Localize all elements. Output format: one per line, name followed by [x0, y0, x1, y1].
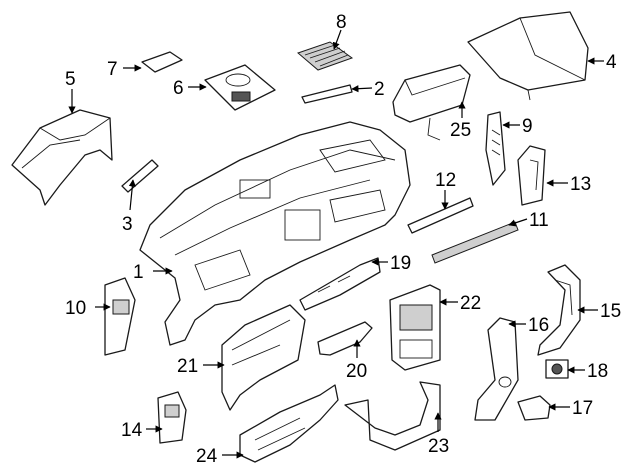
- callout-1: 1: [133, 262, 144, 283]
- callout-18: 18: [587, 361, 608, 382]
- leader-11: [508, 218, 528, 227]
- radio-bezel-part-22: [389, 284, 441, 371]
- cover-part-7: [141, 51, 183, 73]
- bracket-part-17: [517, 395, 551, 421]
- defrost-strip-part-3: [121, 159, 159, 193]
- callout-13: 13: [570, 174, 591, 195]
- callout-6: 6: [173, 78, 184, 99]
- end-cap-part-14: [157, 391, 187, 444]
- callout-labels: 1 2 3 4 5 6 7 8 9 10 11 12 13 14 15 16 1…: [65, 12, 621, 467]
- callout-4: 4: [606, 52, 617, 73]
- callout-14: 14: [121, 420, 143, 441]
- callout-3: 3: [122, 214, 133, 235]
- callout-10: 10: [65, 298, 86, 319]
- lower-trim-part-19: [299, 257, 381, 311]
- instrument-panel-part: [139, 121, 411, 346]
- lower-bracket-part-23: [344, 381, 441, 451]
- callout-15: 15: [600, 301, 621, 322]
- callout-8: 8: [336, 12, 347, 33]
- callout-11: 11: [529, 210, 549, 231]
- glove-box-part-24: [239, 384, 339, 463]
- leader-lines: [68, 29, 604, 459]
- callout-21: 21: [177, 356, 198, 377]
- knee-panel-part-21: [221, 304, 306, 411]
- callout-25: 25: [450, 120, 471, 141]
- end-cap-part-10: [104, 277, 136, 356]
- end-cap-part-13: [517, 145, 546, 206]
- callout-7: 7: [107, 59, 118, 80]
- callout-16: 16: [528, 315, 549, 336]
- trim-panel-part-16: [474, 317, 519, 421]
- trim-panel-part-15: [537, 264, 581, 356]
- switch-part-18: [545, 359, 569, 379]
- cluster-hood-part-5: [11, 109, 113, 206]
- airbag-module-part-25: [392, 64, 471, 141]
- trim-strip-part-2: [301, 84, 353, 104]
- trim-strip-part-11: [431, 221, 519, 264]
- top-cover-part-4: [467, 11, 589, 101]
- callout-9: 9: [522, 116, 533, 137]
- vent-bezel-part-6: [204, 64, 276, 111]
- callout-17: 17: [572, 398, 593, 419]
- callout-20: 20: [346, 361, 367, 382]
- callout-12: 12: [435, 170, 456, 191]
- callout-22: 22: [460, 293, 481, 314]
- leader-8: [332, 29, 342, 50]
- leader-2: [351, 85, 373, 93]
- handle-part-20: [317, 321, 373, 356]
- callout-2: 2: [374, 79, 385, 100]
- side-panel-part-9: [485, 111, 506, 186]
- leader-3: [128, 179, 136, 211]
- callout-24: 24: [196, 446, 218, 467]
- callout-23: 23: [428, 436, 449, 457]
- callout-19: 19: [390, 253, 411, 274]
- callout-5: 5: [65, 69, 76, 90]
- grille-part-8: [297, 41, 354, 71]
- trim-panel-part-12: [407, 197, 474, 234]
